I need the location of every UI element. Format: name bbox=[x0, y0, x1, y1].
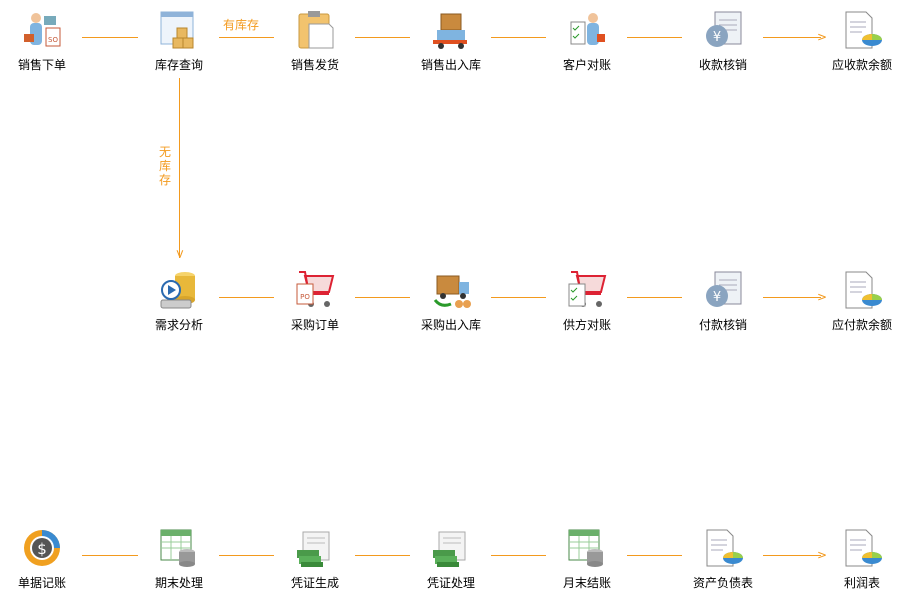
flow-node[interactable]: ¥ 付款核销 bbox=[673, 270, 773, 333]
arrow-right-icon: > bbox=[817, 30, 828, 44]
flow-node-label: 凭证处理 bbox=[426, 576, 475, 590]
flow-node[interactable]: 库存查询 bbox=[129, 10, 229, 73]
connector-line bbox=[82, 555, 138, 556]
connector-line bbox=[491, 297, 546, 298]
document-pie-chart-icon bbox=[842, 270, 882, 310]
svg-text:$: $ bbox=[37, 540, 47, 558]
connector-line bbox=[491, 555, 546, 556]
truck-boxes-icon bbox=[431, 270, 471, 310]
flow-node[interactable]: ¥ 收款核销 bbox=[673, 10, 773, 73]
flow-node[interactable]: PO 采购订单 bbox=[265, 270, 365, 333]
flow-node[interactable]: 凭证处理 bbox=[401, 528, 501, 591]
flow-node[interactable]: 采购出入库 bbox=[401, 270, 501, 333]
document-pie-chart-icon bbox=[842, 528, 882, 568]
document-pie-chart-icon bbox=[842, 10, 882, 50]
arrow-right-icon: > bbox=[817, 548, 828, 562]
flow-node-label: 采购出入库 bbox=[420, 318, 481, 332]
forklift-icon bbox=[431, 10, 471, 50]
flow-node[interactable]: $ 单据记账 bbox=[0, 528, 92, 591]
salesperson-order-icon: SO bbox=[22, 10, 62, 50]
connector-line bbox=[627, 37, 682, 38]
flow-node-label: 单据记账 bbox=[17, 576, 66, 590]
flow-node-label: 收款核销 bbox=[698, 58, 747, 72]
flow-node-label: 需求分析 bbox=[154, 318, 203, 332]
connector-line bbox=[627, 297, 682, 298]
connector-line bbox=[763, 297, 821, 298]
flow-node[interactable]: 利润表 bbox=[812, 528, 900, 591]
cart-po-icon: PO bbox=[295, 270, 335, 310]
flow-node[interactable]: 月末结账 bbox=[537, 528, 637, 591]
flow-node[interactable]: 期末处理 bbox=[129, 528, 229, 591]
flow-node-label: 应收款余额 bbox=[831, 58, 892, 72]
flow-node[interactable]: 应收款余额 bbox=[812, 10, 900, 73]
money-stack-icon bbox=[431, 528, 471, 568]
flow-node-label: 客户对账 bbox=[562, 58, 611, 72]
flow-node[interactable]: 凭证生成 bbox=[265, 528, 365, 591]
flow-node[interactable]: 资产负债表 bbox=[673, 528, 773, 591]
flow-node[interactable]: 需求分析 bbox=[129, 270, 229, 333]
flow-node[interactable]: 销售出入库 bbox=[401, 10, 501, 73]
clipboard-document-icon bbox=[295, 10, 335, 50]
branch-label-out-of-stock: 无库存 bbox=[159, 145, 172, 187]
connector-line bbox=[355, 555, 410, 556]
flow-node[interactable]: 客户对账 bbox=[537, 10, 637, 73]
spreadsheet-database-icon bbox=[567, 528, 607, 568]
flow-node[interactable]: 销售发货 bbox=[265, 10, 365, 73]
flow-node[interactable]: SO 销售下单 bbox=[0, 10, 92, 73]
svg-text:¥: ¥ bbox=[713, 290, 721, 305]
flow-node-label: 销售下单 bbox=[17, 58, 66, 72]
flow-node-label: 资产负债表 bbox=[692, 576, 753, 590]
connector-line bbox=[219, 37, 274, 38]
flow-node-label: 库存查询 bbox=[154, 58, 203, 72]
flow-node[interactable]: 供方对账 bbox=[537, 270, 637, 333]
connector-vertical bbox=[179, 78, 180, 258]
flow-node-label: 销售发货 bbox=[290, 58, 339, 72]
connector-line bbox=[355, 37, 410, 38]
flow-node-label: 凭证生成 bbox=[290, 576, 339, 590]
flow-node-label: 销售出入库 bbox=[420, 58, 481, 72]
flow-node-label: 应付款余额 bbox=[831, 318, 892, 332]
arrow-down-icon: > bbox=[173, 248, 188, 260]
dollar-ring-icon: $ bbox=[22, 528, 62, 568]
connector-line bbox=[627, 555, 682, 556]
connector-line bbox=[763, 555, 821, 556]
branch-label-in-stock: 有库存 bbox=[223, 18, 260, 32]
flow-node-label: 付款核销 bbox=[698, 318, 747, 332]
connector-line bbox=[355, 297, 410, 298]
person-checklist-icon bbox=[567, 10, 607, 50]
flow-node-label: 供方对账 bbox=[562, 318, 611, 332]
flow-node-label: 期末处理 bbox=[154, 576, 203, 590]
svg-text:SO: SO bbox=[48, 36, 58, 44]
svg-text:¥: ¥ bbox=[713, 30, 721, 45]
document-pie-chart-icon bbox=[703, 528, 743, 568]
connector-line bbox=[219, 555, 274, 556]
money-stack-icon bbox=[295, 528, 335, 568]
connector-line bbox=[491, 37, 546, 38]
database-play-icon bbox=[159, 270, 199, 310]
yen-document-icon: ¥ bbox=[703, 10, 743, 50]
flow-node[interactable]: 应付款余额 bbox=[812, 270, 900, 333]
svg-text:PO: PO bbox=[300, 293, 310, 301]
connector-line bbox=[763, 37, 821, 38]
flow-node-label: 采购订单 bbox=[290, 318, 339, 332]
connector-line bbox=[82, 37, 138, 38]
yen-document-icon: ¥ bbox=[703, 270, 743, 310]
flow-node-label: 月末结账 bbox=[562, 576, 611, 590]
cart-checklist-icon bbox=[567, 270, 607, 310]
arrow-right-icon: > bbox=[817, 290, 828, 304]
flow-node-label: 利润表 bbox=[843, 576, 880, 590]
spreadsheet-database-icon bbox=[159, 528, 199, 568]
connector-line bbox=[219, 297, 274, 298]
inventory-window-icon bbox=[159, 10, 199, 50]
